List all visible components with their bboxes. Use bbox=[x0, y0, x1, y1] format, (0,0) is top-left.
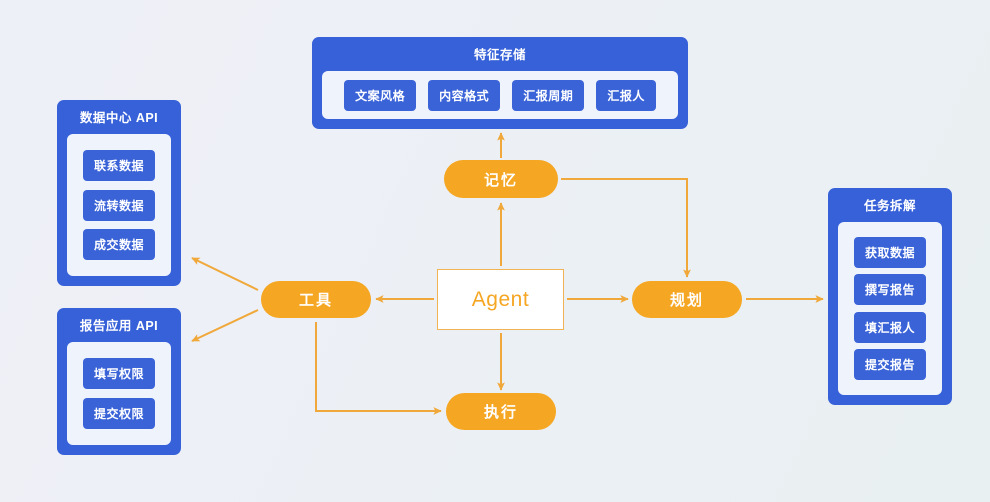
panel-feature-store-title: 特征存储 bbox=[473, 48, 526, 62]
panel-data-center-api: 数据中心 API 联系数据 流转数据 成交数据 bbox=[57, 100, 181, 286]
chip-report-app-api-1[interactable]: 提交权限 bbox=[82, 397, 155, 429]
panel-feature-store-body: 文案风格 内容格式 汇报周期 汇报人 bbox=[322, 71, 678, 119]
arrow-tool-to-report-app-api bbox=[191, 309, 259, 342]
arrow-memory-to-plan bbox=[561, 178, 691, 278]
arrow-tool-to-execute bbox=[315, 322, 442, 415]
chip-task-breakdown-3[interactable]: 提交报告 bbox=[853, 349, 926, 381]
panel-report-app-api: 报告应用 API 填写权限 提交权限 bbox=[57, 308, 181, 455]
chip-data-center-api-1[interactable]: 流转数据 bbox=[82, 189, 155, 221]
chip-task-breakdown-1[interactable]: 撰写报告 bbox=[853, 274, 926, 306]
node-execute[interactable]: 执行 bbox=[446, 393, 556, 430]
chip-data-center-api-2[interactable]: 成交数据 bbox=[82, 228, 155, 260]
panel-task-breakdown-title: 任务拆解 bbox=[863, 199, 916, 213]
panel-task-breakdown-body: 获取数据 撰写报告 填汇报人 提交报告 bbox=[838, 222, 942, 395]
chip-feature-store-0[interactable]: 文案风格 bbox=[344, 79, 417, 111]
chip-task-breakdown-2[interactable]: 填汇报人 bbox=[853, 311, 926, 343]
panel-report-app-api-body: 填写权限 提交权限 bbox=[67, 342, 171, 445]
chip-report-app-api-0[interactable]: 填写权限 bbox=[82, 358, 155, 390]
panel-data-center-api-body: 联系数据 流转数据 成交数据 bbox=[67, 134, 171, 276]
node-plan[interactable]: 规划 bbox=[632, 281, 742, 318]
node-agent[interactable]: Agent bbox=[437, 269, 564, 330]
panel-report-app-api-title: 报告应用 API bbox=[79, 319, 159, 333]
node-tool[interactable]: 工具 bbox=[261, 281, 371, 318]
chip-feature-store-3[interactable]: 汇报人 bbox=[596, 79, 656, 111]
panel-task-breakdown: 任务拆解 获取数据 撰写报告 填汇报人 提交报告 bbox=[828, 188, 952, 405]
chip-feature-store-1[interactable]: 内容格式 bbox=[428, 79, 501, 111]
chip-feature-store-2[interactable]: 汇报周期 bbox=[512, 79, 585, 111]
arrow-tool-to-data-center-api bbox=[191, 257, 259, 291]
chip-data-center-api-0[interactable]: 联系数据 bbox=[82, 150, 155, 182]
node-memory[interactable]: 记忆 bbox=[444, 160, 558, 198]
chip-task-breakdown-0[interactable]: 获取数据 bbox=[853, 236, 926, 268]
panel-data-center-api-title: 数据中心 API bbox=[79, 111, 159, 125]
panel-feature-store: 特征存储 文案风格 内容格式 汇报周期 汇报人 bbox=[312, 37, 688, 129]
